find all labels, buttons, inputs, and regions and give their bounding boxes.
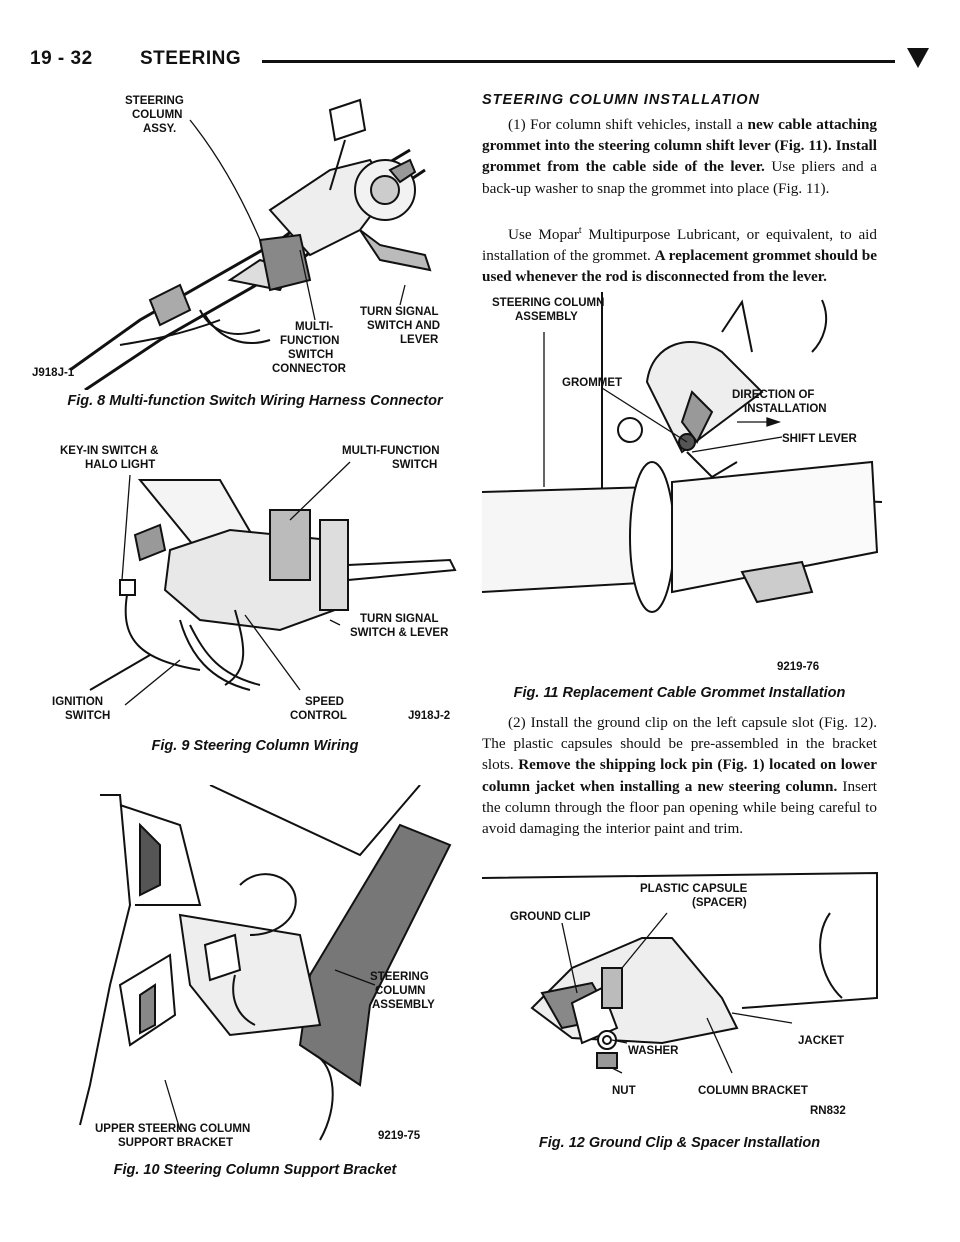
- fig10-label: SUPPORT BRACKET: [118, 1137, 233, 1149]
- fig8-label: SWITCH: [288, 349, 333, 361]
- figure-12: PLASTIC CAPSULE (SPACER) GROUND CLIP WAS…: [482, 868, 882, 1128]
- fig12-label: WASHER: [628, 1045, 679, 1057]
- figure-10-illustration: STEERING COLUMN ASSEMBLY UPPER STEERING …: [79, 785, 452, 1149]
- fig11-label: ASSEMBLY: [515, 311, 578, 323]
- fig9-label: TURN SIGNAL: [360, 613, 439, 625]
- figure-12-caption: Fig. 12 Ground Clip & Spacer Installatio…: [538, 1135, 821, 1151]
- fig11-label: GROMMET: [562, 377, 622, 389]
- paragraph-2: Use Mopart Multipurpose Lubricant, or eq…: [482, 225, 877, 286]
- fig9-label: MULTI-FUNCTION: [342, 445, 440, 457]
- fig8-label: ASSY.: [143, 123, 176, 135]
- fig8-label: MULTI-: [295, 321, 333, 333]
- fig9-label: SPEED: [305, 696, 344, 708]
- figure-10: STEERING COLUMN ASSEMBLY UPPER STEERING …: [60, 785, 460, 1155]
- fig10-label: ASSEMBLY: [372, 999, 435, 1011]
- figure-11-illustration: STEERING COLUMN ASSEMBLY GROMMET DIRECTI…: [482, 292, 882, 673]
- fig12-label: COLUMN BRACKET: [698, 1085, 808, 1097]
- figure-9: KEY-IN SWITCH & HALO LIGHT MULTI-FUNCTIO…: [30, 440, 470, 730]
- figure-8-caption: Fig. 8 Multi-function Switch Wiring Harn…: [67, 393, 443, 409]
- fig9-label: IGNITION: [52, 696, 103, 708]
- fig9-label: CONTROL: [290, 710, 347, 722]
- fig12-label: GROUND CLIP: [510, 911, 591, 923]
- fig12-label: JACKET: [798, 1035, 844, 1047]
- fig8-label: STEERING: [125, 95, 184, 107]
- figure-10-caption: Fig. 10 Steering Column Support Bracket: [113, 1162, 397, 1178]
- fig11-code: 9219-76: [777, 661, 819, 673]
- section-heading: STEERING COLUMN INSTALLATION: [482, 92, 760, 108]
- fig8-label: LEVER: [400, 334, 439, 346]
- fig8-leaders: [189, 119, 406, 321]
- fig9-label: KEY-IN SWITCH &: [60, 445, 158, 457]
- fig8-label: SWITCH AND: [367, 320, 440, 332]
- fig8-label: CONNECTOR: [272, 363, 347, 375]
- fig10-label: UPPER STEERING COLUMN: [95, 1123, 250, 1135]
- fig9-code: J918J-2: [408, 710, 450, 722]
- fig9-label: SWITCH: [65, 710, 110, 722]
- figure-11: STEERING COLUMN ASSEMBLY GROMMET DIRECTI…: [482, 292, 882, 682]
- registered-mark: t: [578, 225, 582, 236]
- header-rule: [262, 60, 895, 63]
- page-number: 19 - 32: [30, 48, 93, 69]
- figure-9-caption: Fig. 9 Steering Column Wiring: [151, 738, 359, 754]
- fig9-label: SWITCH: [392, 459, 437, 471]
- fig12-code: RN832: [810, 1105, 846, 1117]
- figure-12-illustration: PLASTIC CAPSULE (SPACER) GROUND CLIP WAS…: [482, 871, 878, 1117]
- figure-9-illustration: KEY-IN SWITCH & HALO LIGHT MULTI-FUNCTIO…: [52, 445, 457, 722]
- fig8-label: COLUMN: [132, 109, 182, 121]
- fig11-label: SHIFT LEVER: [782, 433, 857, 445]
- paragraph-3: (2) Install the ground clip on the left …: [482, 714, 877, 838]
- fig10-label: STEERING: [370, 971, 429, 983]
- fig8-label: FUNCTION: [280, 335, 339, 347]
- figure-11-caption: Fig. 11 Replacement Cable Grommet Instal…: [513, 685, 846, 701]
- fig12-label: (SPACER): [692, 897, 747, 909]
- figure-8-illustration: STEERING COLUMN ASSY. MULTI- FUNCTION SW…: [32, 95, 440, 390]
- fig9-label: HALO LIGHT: [85, 459, 155, 471]
- page-header: 19 - 32 STEERING: [30, 40, 935, 80]
- fig11-label: STEERING COLUMN: [492, 297, 604, 309]
- fig12-label: NUT: [612, 1085, 636, 1097]
- fig10-label: COLUMN: [375, 985, 425, 997]
- fig12-label: PLASTIC CAPSULE: [640, 883, 748, 895]
- fig11-label: INSTALLATION: [744, 403, 827, 415]
- figure-8: STEERING COLUMN ASSY. MULTI- FUNCTION SW…: [30, 90, 470, 390]
- paragraph-1: (1) For column shift vehicles, install a…: [482, 116, 877, 197]
- fig11-label: DIRECTION OF: [732, 389, 814, 401]
- fig8-code: J918J-1: [32, 367, 75, 379]
- fig10-code: 9219-75: [378, 1130, 421, 1142]
- fig8-label: TURN SIGNAL: [360, 306, 439, 318]
- fig9-label: SWITCH & LEVER: [350, 627, 449, 639]
- triangle-marker-icon: [907, 48, 929, 68]
- section-title: STEERING: [140, 48, 242, 69]
